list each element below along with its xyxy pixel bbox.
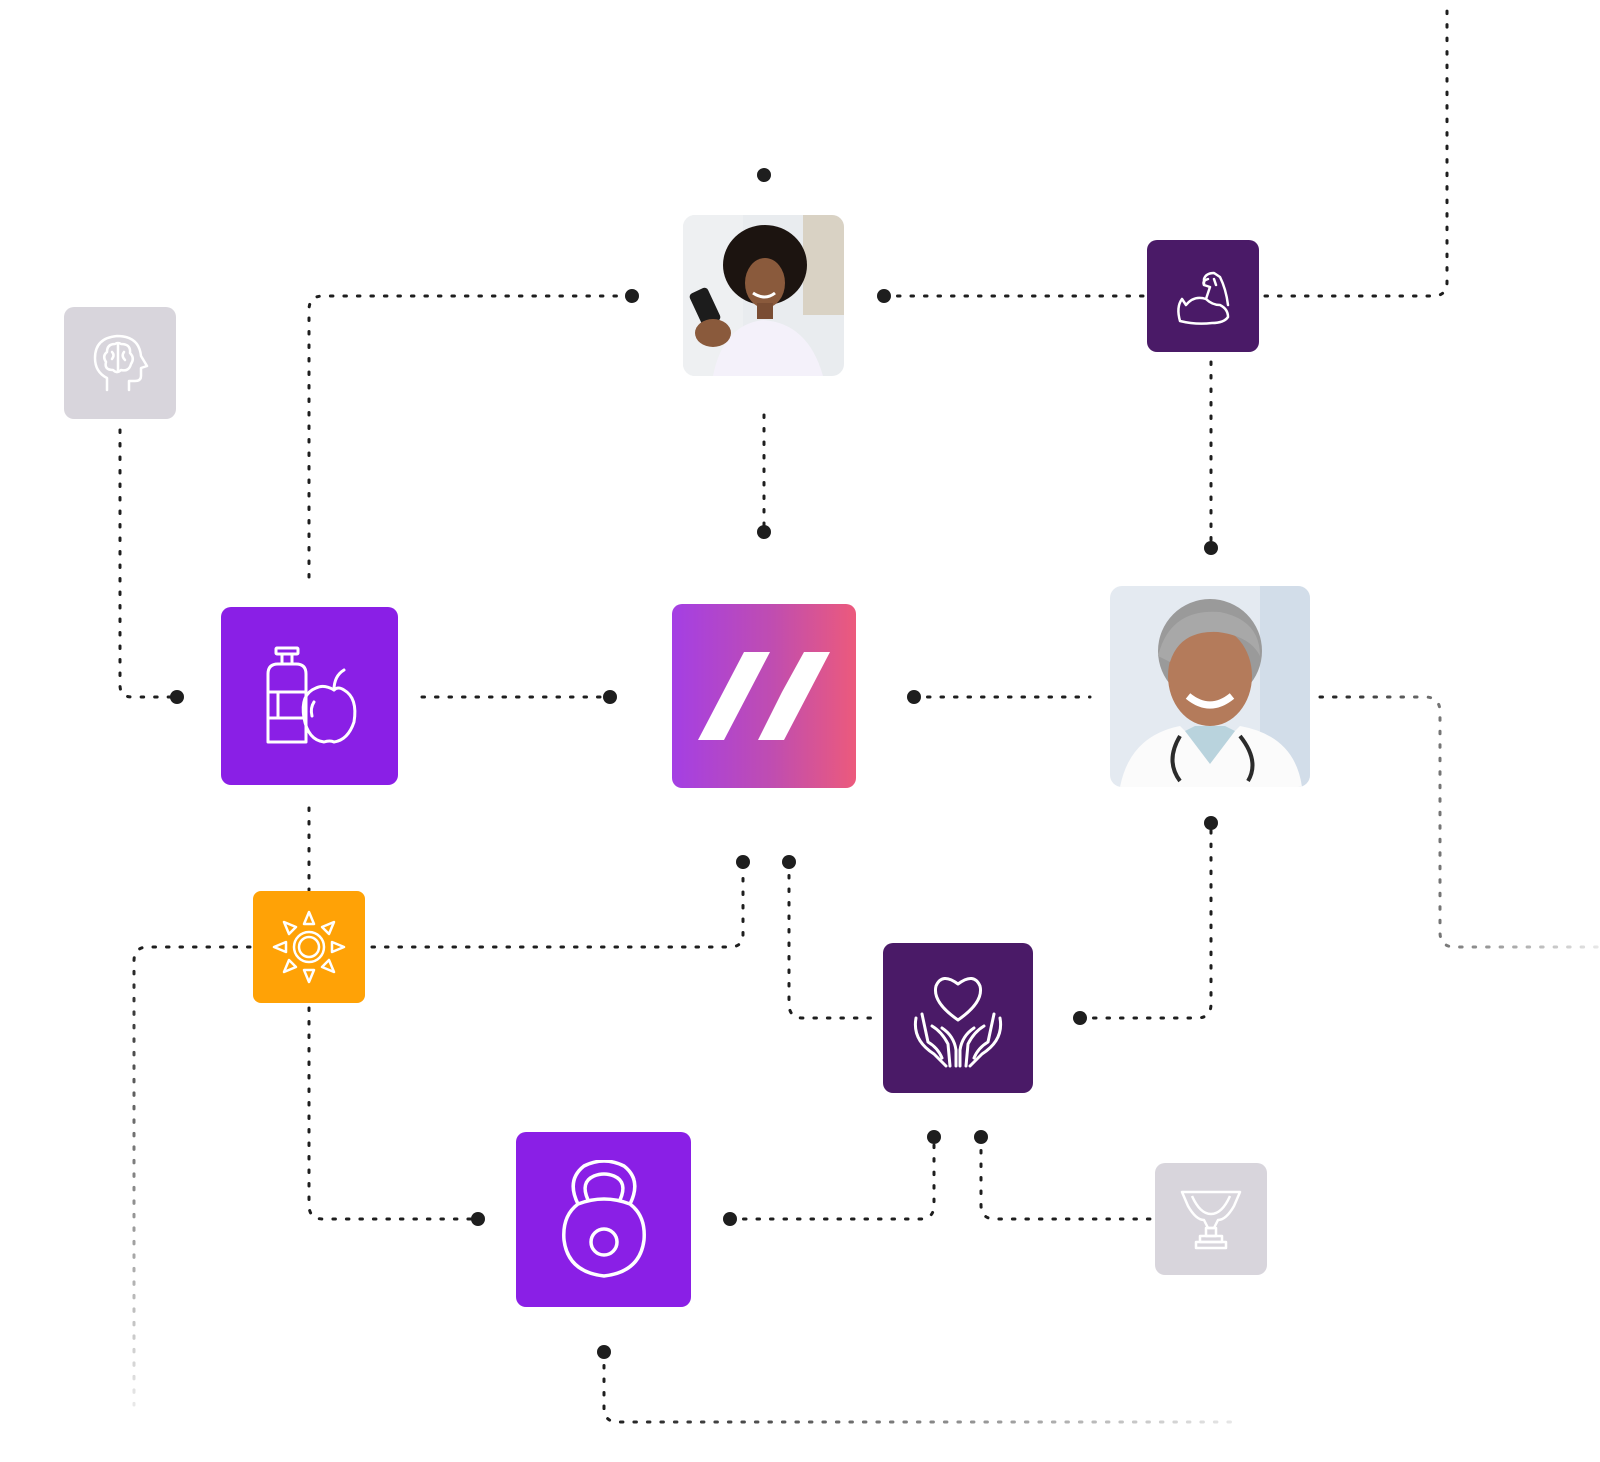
person-with-phone-photo [683,215,844,376]
connector-dots [170,168,1218,1359]
flexed-bicep-icon [1177,271,1230,325]
brand-logo-icon [698,652,830,740]
muscle-tile[interactable] [1147,240,1259,352]
kettlebell-icon [561,1159,646,1278]
care-tile[interactable] [883,943,1033,1093]
brain-tile[interactable] [64,307,176,419]
trophy-icon [1180,1190,1242,1250]
sun-icon [272,910,346,984]
doctor-photo [1110,586,1310,787]
heart-in-hands-icon [913,977,1003,1068]
brand-logo-tile[interactable] [672,604,856,788]
bottle-and-apple-icon [266,646,356,744]
nutrition-tile[interactable] [221,607,398,785]
sun-tile[interactable] [253,891,365,1003]
brain-head-icon [93,334,149,392]
trophy-tile[interactable] [1155,1163,1267,1275]
kettlebell-tile[interactable] [516,1132,691,1307]
